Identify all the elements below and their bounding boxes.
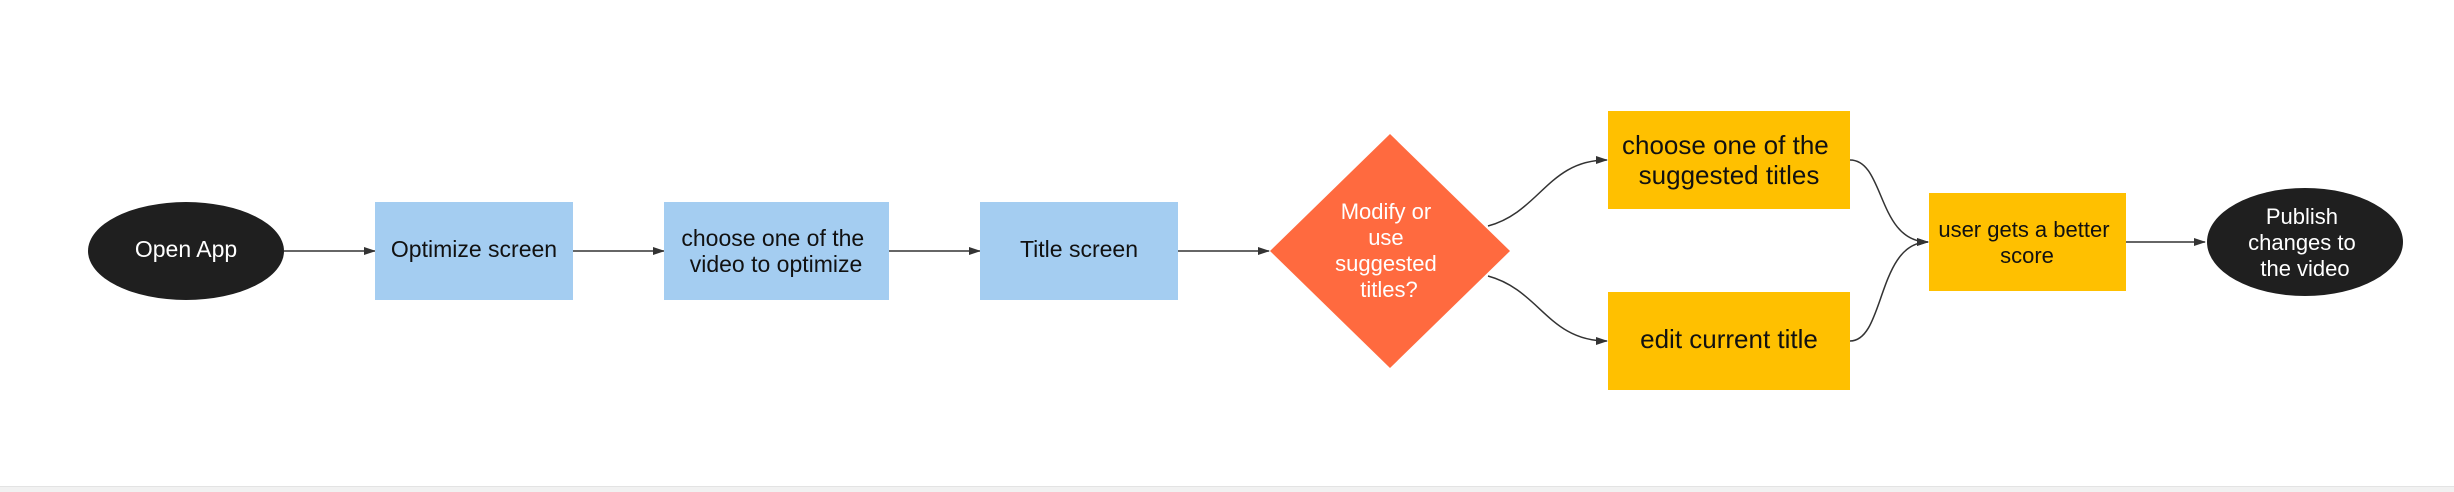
edge-decision-to-edit-title [1487, 275, 1608, 345]
open-app-shape [88, 202, 284, 300]
flowchart-nodes: Open App Optimize screen choose one of t… [88, 111, 2403, 390]
node-edit-title[interactable]: edit current title [1608, 292, 1850, 390]
optimize-screen-label: Optimize screen [391, 236, 557, 262]
publish-shape [2207, 188, 2403, 296]
publish-label: Publish changes to the video [2248, 204, 2362, 281]
edit-title-shape [1608, 292, 1850, 390]
node-open-app[interactable]: Open App [88, 202, 284, 300]
modify-decision-shape [1270, 134, 1510, 368]
node-optimize-screen[interactable]: Optimize screen [375, 202, 573, 300]
edge-edit-title-to-better-score [1849, 238, 1929, 342]
better-score-shape [1929, 193, 2126, 291]
choose-suggested-label: choose one of the suggested titles [1622, 130, 1836, 190]
flowchart-edges [284, 156, 2206, 345]
choose-video-label: choose one of the video to optimize [681, 225, 870, 277]
title-screen-label: Title screen [1020, 236, 1138, 262]
node-publish[interactable]: Publish changes to the video [2207, 188, 2403, 296]
choose-suggested-shape [1608, 111, 1850, 209]
edge-choose-suggested-to-better-score [1849, 159, 1929, 246]
node-better-score[interactable]: user gets a better score [1929, 193, 2126, 291]
edge-decision-to-choose-suggested [1487, 156, 1608, 227]
title-screen-shape [980, 202, 1178, 300]
edit-title-label: edit current title [1640, 324, 1818, 354]
node-choose-video[interactable]: choose one of the video to optimize [664, 202, 889, 300]
bottom-divider [0, 486, 2454, 492]
better-score-label: user gets a better score [1938, 217, 2115, 268]
node-title-screen[interactable]: Title screen [980, 202, 1178, 300]
choose-video-shape [664, 202, 889, 300]
node-choose-suggested[interactable]: choose one of the suggested titles [1608, 111, 1850, 209]
node-modify-decision[interactable]: Modify or use suggested titles? [1270, 134, 1510, 368]
open-app-label: Open App [135, 236, 237, 262]
optimize-screen-shape [375, 202, 573, 300]
modify-decision-label: Modify or use suggested titles? [1335, 199, 1443, 302]
